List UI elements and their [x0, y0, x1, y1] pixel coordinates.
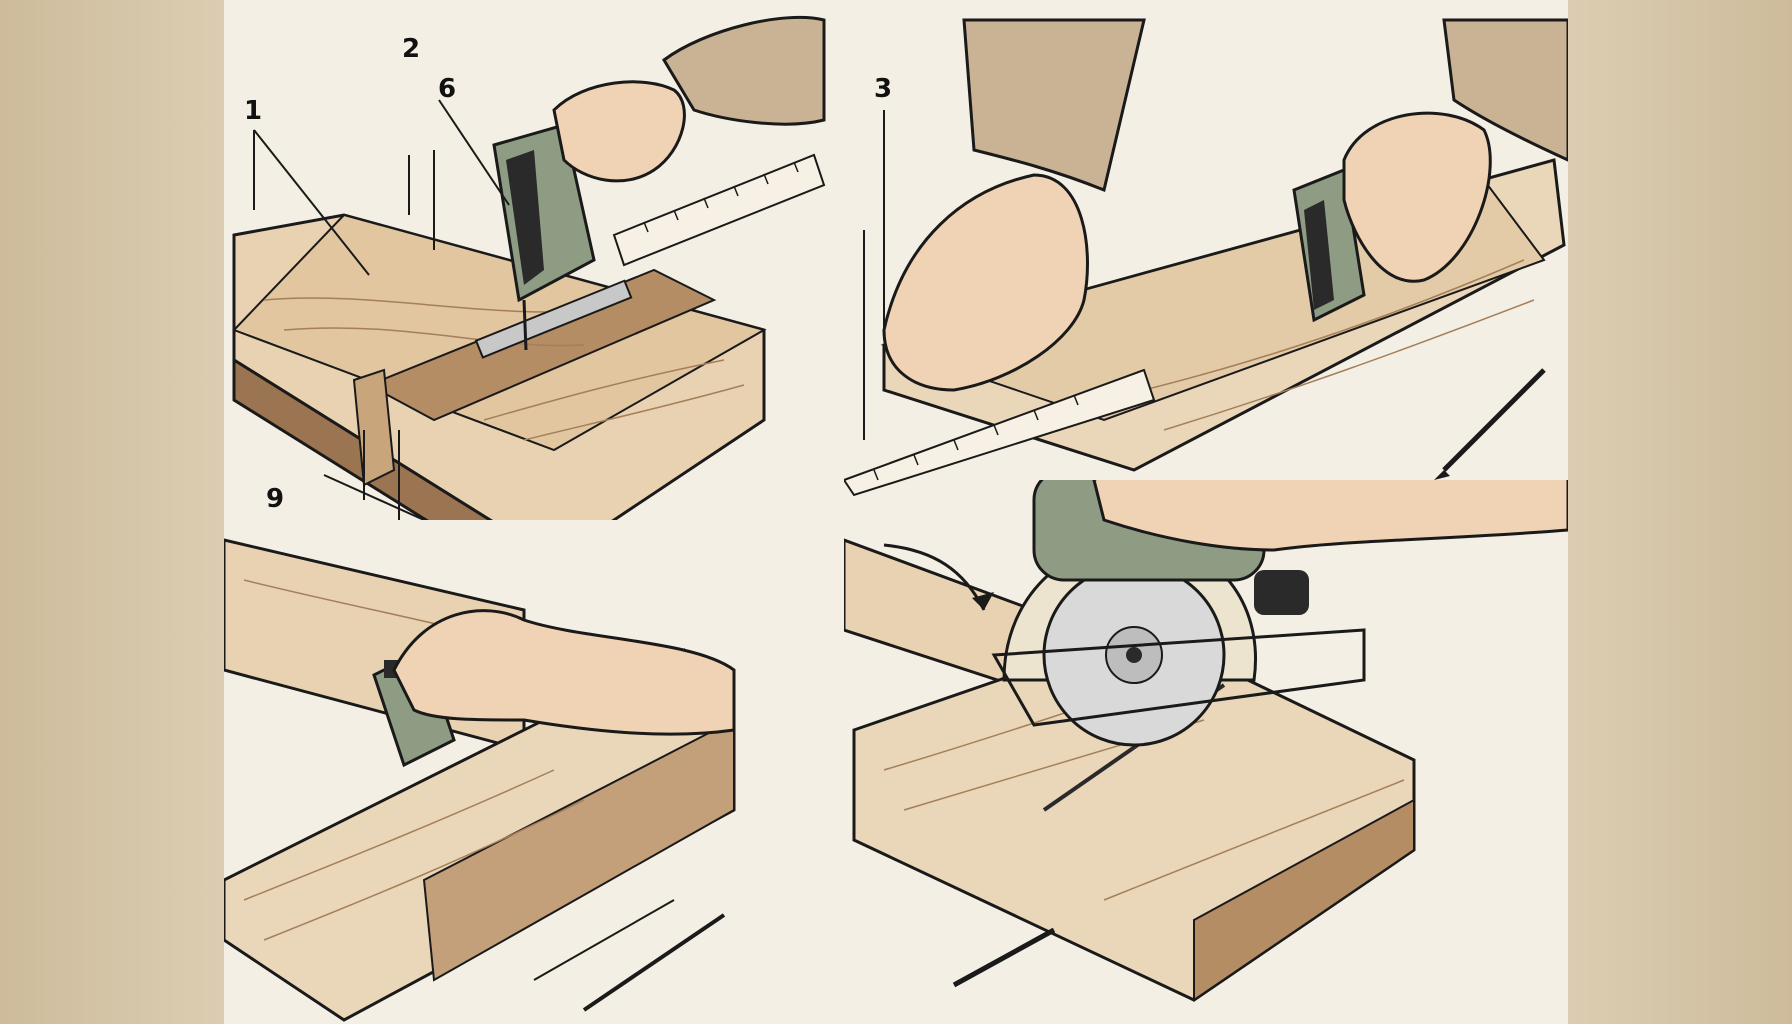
pencil-icon	[1434, 368, 1546, 480]
left-margin	[0, 0, 224, 1024]
hand-illustration	[392, 609, 736, 736]
dimension-lines	[253, 99, 510, 520]
hand-illustration	[552, 15, 826, 183]
wood-board-end	[422, 718, 735, 982]
panel-circular-saw-art	[844, 480, 1568, 1002]
pencil-icon	[952, 927, 1056, 988]
panel-guide-cut-art	[844, 18, 1568, 497]
panel-jigsaw-measure: 2 6 1 9	[224, 0, 844, 520]
panel-crosscut-art	[224, 538, 736, 1022]
step-label-6: 6	[438, 74, 457, 104]
step-label-1: 1	[244, 96, 263, 126]
circular-saw-icon	[991, 480, 1366, 747]
panel-jigsaw-measure-art	[232, 15, 826, 520]
step-label-3: 3	[874, 74, 893, 104]
pencil-icon	[582, 913, 726, 1012]
step-label-9: 9	[266, 484, 285, 514]
panel-crosscut	[224, 520, 844, 1024]
instruction-sheet: 2 6 1 9	[224, 0, 1568, 1024]
step-label-2: 2	[402, 34, 421, 64]
arrow-icon	[533, 899, 675, 981]
right-margin	[1568, 0, 1792, 1024]
dimension-lines	[863, 110, 885, 440]
wood-board-side	[1193, 798, 1415, 1002]
panel-guide-cut: 3	[844, 0, 1568, 500]
panel-circular-saw: 2	[844, 480, 1568, 1024]
jigsaw-icon	[474, 123, 633, 359]
hand-illustration	[1092, 480, 1568, 552]
ruler-icon	[612, 153, 826, 267]
hand-illustration	[882, 18, 1568, 392]
